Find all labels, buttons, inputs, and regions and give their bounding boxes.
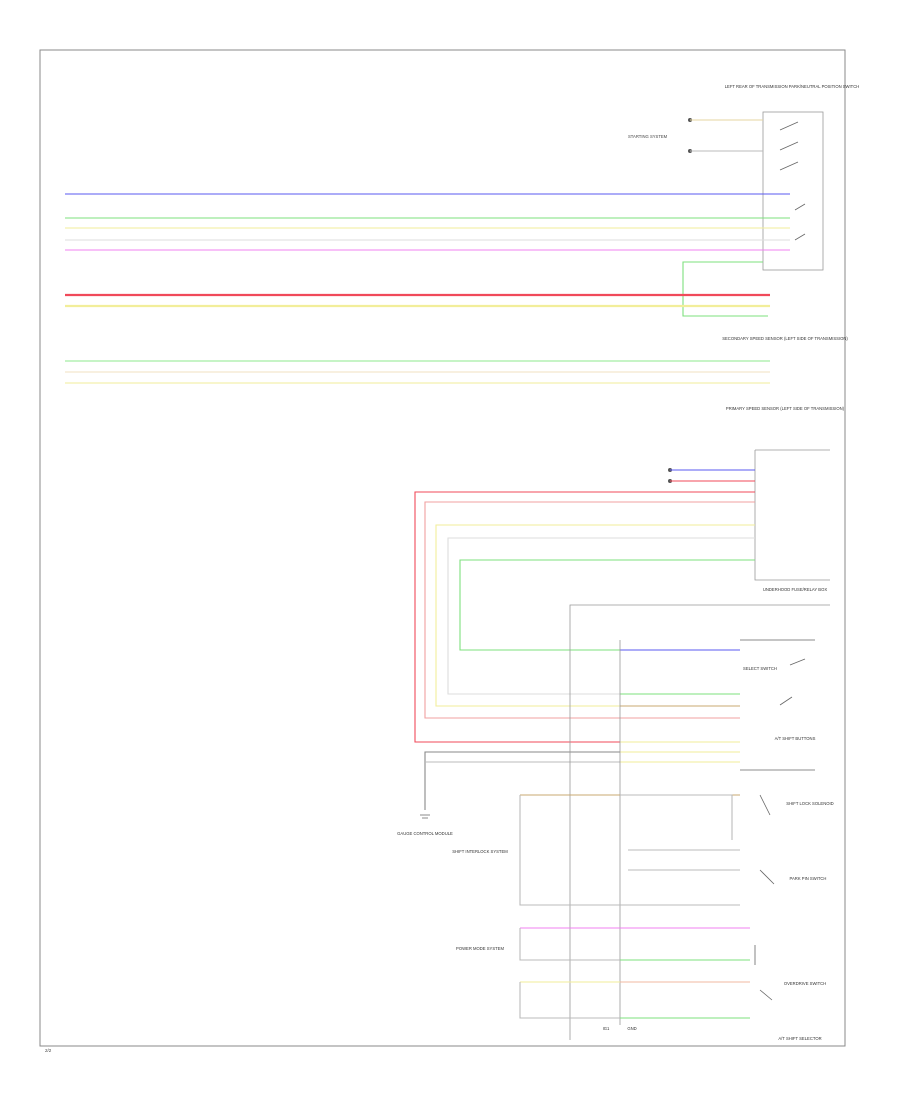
shift-lock-label: SHIFT INTERLOCK SYSTEM	[452, 849, 508, 854]
gauge-connection: GAUGE CONTROL MODULE	[397, 814, 453, 836]
gauge-label: GAUGE CONTROL MODULE	[397, 831, 453, 836]
power-mode-label: POWER MODE SYSTEM	[456, 946, 504, 951]
gnd-label: GND	[627, 1026, 636, 1031]
underhood-fuse-box: UNDERHOOD FUSE/RELAY BOX	[668, 449, 830, 592]
shift-selector-label: A/T SHIFT SELECTOR	[778, 1036, 821, 1041]
shift-selector-frame: A/T SHIFT SELECTOR IG1 GND	[569, 604, 830, 1041]
park-pin-label: PARK PIN SWITCH	[790, 876, 827, 881]
starting-system: STARTING SYSTEM	[628, 118, 763, 153]
select-switch: SELECT SWITCH	[740, 639, 815, 706]
secondary-sensor-label: SECONDARY SPEED SENSOR (LEFT SIDE OF TRA…	[722, 336, 848, 341]
main-harness	[65, 193, 790, 384]
shift-lock: SHIFT INTERLOCK SYSTEM SHIFT LOCK SOLENO…	[452, 794, 834, 906]
page-footer: 2/2	[45, 1048, 52, 1053]
shift-lock-solenoid-label: SHIFT LOCK SOLENOID	[786, 801, 833, 806]
diagram-frame	[39, 49, 846, 1047]
park-neutral-switch: LEFT REAR OF TRANSMISSION PARK/NEUTRAL P…	[725, 84, 860, 271]
overdrive-label: OVERDRIVE SWITCH	[784, 981, 826, 986]
primary-sensor-label: PRIMARY SPEED SENSOR (LEFT SIDE OF TRANS…	[726, 406, 845, 411]
underhood-label: UNDERHOOD FUSE/RELAY BOX	[763, 587, 828, 592]
starting-label: STARTING SYSTEM	[628, 134, 668, 139]
overdrive: OVERDRIVE SWITCH	[519, 945, 826, 1019]
select-switch-label: SELECT SWITCH	[743, 666, 777, 671]
selector-harness	[414, 491, 755, 810]
ats-buttons-label: A/T SHIFT BUTTONS	[775, 736, 816, 741]
ats-buttons: A/T SHIFT BUTTONS	[740, 736, 816, 771]
left-park-label: LEFT REAR OF TRANSMISSION PARK/NEUTRAL P…	[725, 84, 860, 89]
power-mode: POWER MODE SYSTEM	[456, 927, 750, 961]
ig1-label: IG1	[603, 1026, 610, 1031]
